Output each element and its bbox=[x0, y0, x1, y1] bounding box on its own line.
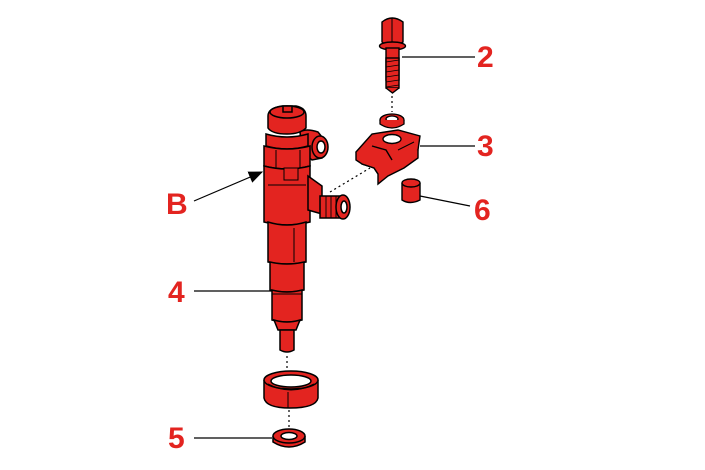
spacer-sleeve bbox=[401, 178, 421, 204]
bolt-washer bbox=[379, 113, 405, 129]
label-b: B bbox=[166, 188, 188, 221]
label-5: 5 bbox=[168, 422, 185, 455]
assembly-axis-line bbox=[329, 167, 371, 193]
sealing-washer bbox=[272, 428, 306, 448]
mounting-bolt bbox=[378, 17, 407, 94]
label-2: 2 bbox=[477, 41, 494, 74]
leader-line-6 bbox=[419, 195, 471, 207]
heat-shield-sleeve bbox=[263, 370, 319, 409]
leader-line-b bbox=[193, 171, 264, 202]
label-4: 4 bbox=[168, 276, 185, 309]
callout-labels: 2 3 6 B 4 5 bbox=[166, 41, 494, 455]
label-6: 6 bbox=[474, 194, 491, 227]
leader-lines bbox=[193, 56, 475, 439]
injector-body bbox=[263, 105, 351, 353]
label-3: 3 bbox=[477, 130, 494, 163]
clamp-bracket bbox=[355, 129, 421, 186]
